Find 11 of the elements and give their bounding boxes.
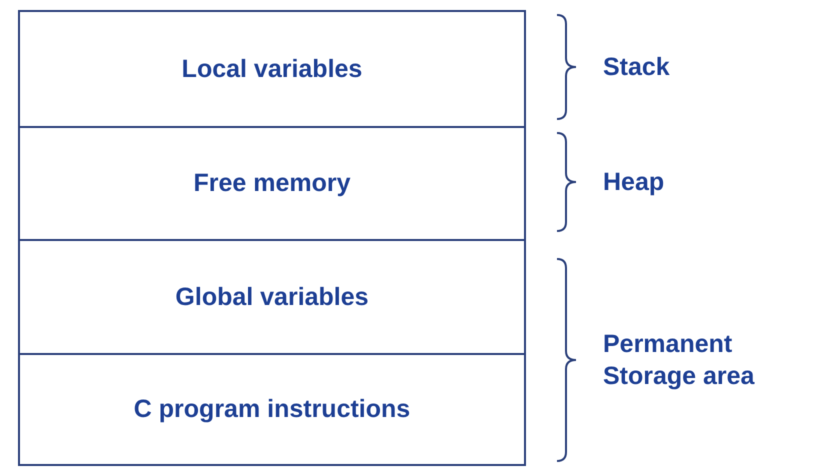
region-label: Stack (603, 52, 670, 83)
region-label: Heap (603, 167, 664, 198)
segment-label: Local variables (182, 54, 362, 84)
segment-label: Free memory (193, 169, 351, 198)
memory-segment-box (18, 126, 526, 241)
region-label: Permanent Storage area (603, 329, 756, 392)
memory-segment-box (18, 10, 526, 128)
segment-label: C program instructions (134, 395, 410, 424)
memory-segment-box (18, 353, 526, 466)
memory-segment-box (18, 239, 526, 355)
segment-label: Global variables (175, 282, 369, 312)
